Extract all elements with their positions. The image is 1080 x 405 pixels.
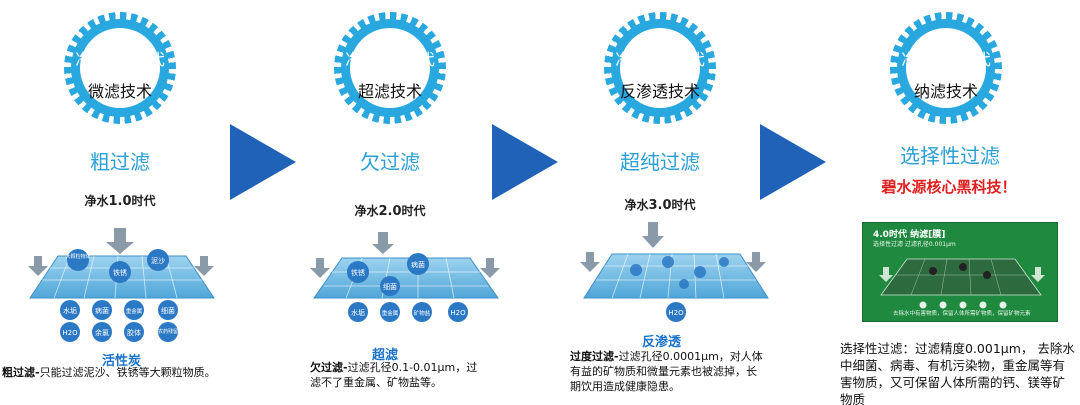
gear-badge-icon: 净水3.0时代 反渗透技术 [604, 12, 716, 124]
gear-badge-icon: 净水1.0时代 微滤技术 [64, 12, 176, 124]
svg-text:余氯: 余氯 [95, 328, 109, 337]
down-arrow-icon [28, 256, 48, 276]
down-arrow-icon [879, 267, 893, 282]
slogan: 碧水源核心黑科技！ [881, 178, 1017, 196]
stage-2: 净水2.0时代 超滤技术 欠过滤 净水2.0时代 铁锈 病菌 细菌 水垢 重金属… [270, 0, 540, 405]
tech-name: 微滤技术 [87, 82, 152, 101]
right-arrow-icon [492, 124, 558, 200]
svg-text:细菌: 细菌 [383, 282, 397, 291]
svg-text:胶体: 胶体 [127, 328, 141, 337]
era-title: 净水2.0时代 [345, 50, 435, 69]
down-arrow-icon [746, 252, 766, 272]
down-arrow-icon [1031, 267, 1045, 282]
nanofiltration-panel: 4.0时代 纳滤[膜] 选择性过滤 过滤孔径0.001μm 去除水中有害物质，保… [862, 222, 1058, 322]
svg-text:泥沙: 泥沙 [151, 257, 165, 265]
stage-3: 净水3.0时代 反渗透技术 超纯过滤 净水3.0时代 H2O 反渗透 过度过滤-… [540, 0, 810, 405]
era-title: 净水4.0时代 [901, 50, 991, 69]
stage-1: 净水1.0时代 微滤技术 粗过滤 净水1.0时代 大颗粒物体 铁锈 泥沙 水垢 [0, 0, 270, 405]
svg-text:细菌: 细菌 [161, 306, 175, 315]
svg-text:重金属: 重金属 [126, 307, 143, 315]
svg-text:病菌: 病菌 [95, 306, 109, 315]
media-label: 活性炭 [102, 354, 142, 369]
down-arrow-icon [642, 222, 664, 248]
panel-title: 4.0时代 纳滤[膜] [873, 230, 946, 240]
down-arrow-icon [310, 258, 330, 278]
media-label: 超滤 [372, 348, 399, 363]
down-arrow-icon [194, 256, 214, 276]
gear-badge-icon: 净水2.0时代 超滤技术 [334, 12, 446, 124]
down-arrow-icon [372, 232, 394, 254]
stage-4: 净水4.0时代 纳滤技术 选择性过滤 碧水源核心黑科技！ 4.0时代 纳滤[膜]… [810, 0, 1080, 405]
svg-text:H2O: H2O [668, 309, 684, 317]
svg-text:铁锈: 铁锈 [351, 268, 365, 277]
era-label: 净水1.0时代 [84, 194, 156, 209]
svg-text:H2O: H2O [62, 329, 78, 337]
era-title: 净水3.0时代 [615, 50, 705, 69]
media-label: 反渗透 [642, 335, 682, 350]
right-arrow-icon [230, 124, 296, 200]
tech-name: 反渗透技术 [619, 82, 700, 101]
svg-text:大颗粒物体: 大颗粒物体 [65, 253, 90, 260]
gear-badge-icon: 净水4.0时代 纳滤技术 [890, 12, 1002, 124]
right-arrow-icon [760, 124, 826, 200]
era-label: 净水2.0时代 [354, 204, 426, 219]
svg-text:农药残留: 农药残留 [158, 328, 178, 335]
filter-type: 粗过滤 [90, 150, 150, 174]
down-arrow-icon [480, 258, 500, 278]
down-arrow-icon [580, 252, 600, 272]
svg-text:水垢: 水垢 [63, 306, 77, 315]
svg-text:H2O: H2O [450, 309, 466, 317]
era-label: 净水3.0时代 [624, 198, 696, 213]
stage-description: 选择性过滤：过滤精度0.001μm， 去除水中细菌、病毒、有机污染物，重金属等有… [840, 341, 1075, 405]
stage-description: 过度过滤-过滤孔径0.0001μm，对人体有益的矿物质和微量元素也被滤掉，长期饮… [570, 350, 763, 393]
svg-text:重金属: 重金属 [382, 309, 399, 317]
filter-type: 选择性过滤 [900, 144, 1000, 168]
membrane-diagram [879, 258, 1045, 309]
stage-description: 粗过滤-只能过滤泥沙、铁锈等大颗粒物质。 [2, 366, 216, 379]
tech-name: 超滤技术 [357, 82, 422, 101]
filter-type: 欠过滤 [360, 150, 420, 174]
panel-caption: 去除水中有害物质，保留人体所需矿物质，保留矿物元素 [893, 311, 1031, 317]
svg-text:水垢: 水垢 [351, 308, 365, 317]
panel-subtitle: 选择性过滤 过滤孔径0.001μm [873, 241, 956, 248]
svg-text:病菌: 病菌 [411, 260, 425, 269]
filter-diagram: 铁锈 病菌 细菌 水垢 重金属 矿物盐 H2O [310, 232, 500, 322]
filter-diagram: 大颗粒物体 铁锈 泥沙 水垢 病菌 重金属 细菌 H2O 余氯 胶体 农药残留 [28, 228, 215, 342]
era-title: 净水1.0时代 [75, 50, 165, 69]
stage-description: 欠过滤-过滤孔径0.1-0.01μm，过滤不了重金属、矿物盐等。 [310, 361, 478, 389]
filter-type: 超纯过滤 [620, 150, 700, 174]
tech-name: 纳滤技术 [913, 82, 978, 101]
filter-diagram: H2O [580, 222, 769, 322]
svg-text:矿物盐: 矿物盐 [414, 309, 431, 317]
down-arrow-icon [106, 228, 134, 254]
svg-text:铁锈: 铁锈 [113, 268, 127, 277]
